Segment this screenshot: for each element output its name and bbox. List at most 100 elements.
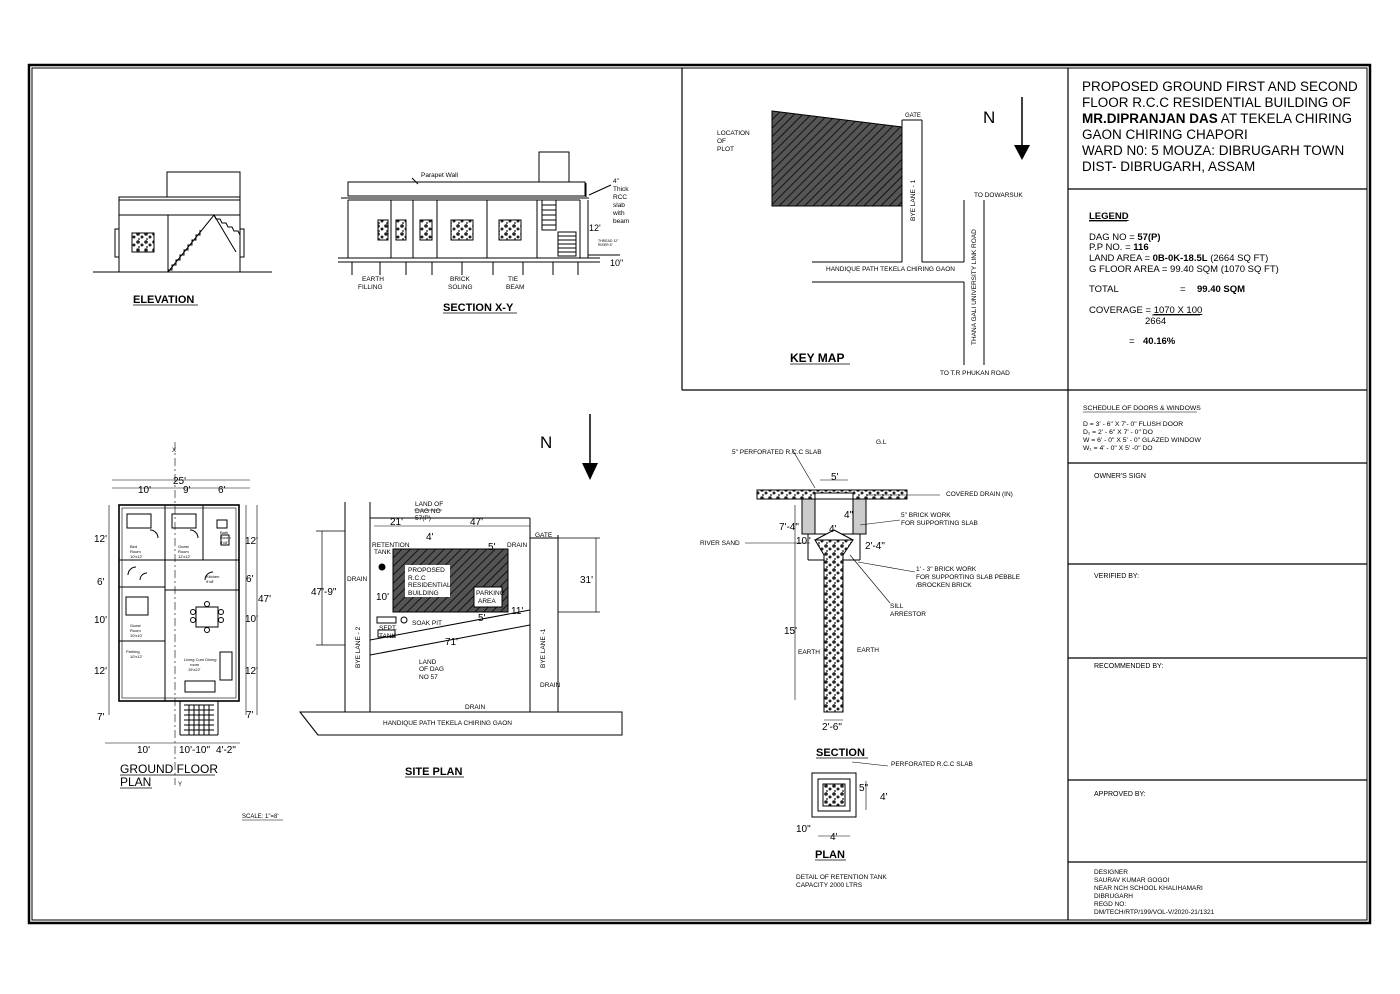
- svg-text:AREA: AREA: [478, 598, 496, 605]
- svg-text:Kitchen: Kitchen: [206, 574, 219, 579]
- site-north: N: [540, 433, 552, 452]
- title-line-3: MR.DIPRANJAN DAS AT TEKELA CHIRING: [1082, 111, 1352, 126]
- owner-sign-label: OWNER'S SIGN: [1094, 473, 1146, 480]
- key-map: N LOCATION OF PLOT GATE TO DOWARSUK BYE …: [717, 97, 1030, 377]
- svg-text:1' - 3" BRICK WORK: 1' - 3" BRICK WORK: [916, 566, 977, 573]
- svg-text:ARRESTOR: ARRESTOR: [890, 611, 926, 618]
- legend-coverage-eq: =: [1129, 336, 1135, 347]
- designer-info: DESIGNER SAURAV KUMAR GOGOI NEAR NCH SCH…: [1094, 869, 1215, 916]
- svg-text:FOR SUPPORTING SLAB: FOR SUPPORTING SLAB: [901, 520, 978, 527]
- svg-text:DRAIN: DRAIN: [347, 576, 368, 583]
- svg-text:DRAIN: DRAIN: [465, 704, 486, 711]
- svg-text:5" BRICK WORK: 5" BRICK WORK: [901, 512, 951, 519]
- svg-text:room: room: [190, 662, 200, 667]
- svg-text:4': 4': [880, 792, 888, 803]
- svg-text:PLOT: PLOT: [717, 146, 734, 153]
- tank-plan-title: PLAN: [815, 849, 845, 861]
- svg-text:5" PERFORATED R.C.C SLAB: 5" PERFORATED R.C.C SLAB: [732, 449, 822, 456]
- svg-text:REGD NO:: REGD NO:: [1094, 901, 1126, 908]
- svg-text:Bath: Bath: [220, 530, 228, 535]
- svg-text:12'x12': 12'x12': [178, 554, 191, 559]
- section-xy-drawing: [338, 151, 620, 275]
- signature-fields: OWNER'S SIGN VERIFIED BY: RECOMMENDED BY…: [1094, 473, 1163, 798]
- legend-total-value: 99.40 SQM: [1197, 284, 1245, 295]
- approved-by-label: APPROVED BY:: [1094, 791, 1146, 798]
- schedule-w1: W₁ = 4' - 0" X 5' -0" DO: [1083, 445, 1153, 452]
- svg-text:12': 12': [589, 223, 601, 233]
- site-plan-title: SITE PLAN: [405, 766, 463, 778]
- svg-text:R.C.C: R.C.C: [408, 575, 426, 582]
- scale-label: SCALE: 1"=8': [242, 814, 278, 820]
- svg-text:12': 12': [245, 536, 258, 547]
- svg-text:EARTH: EARTH: [362, 276, 384, 283]
- svg-text:10'x12': 10'x12': [130, 654, 143, 659]
- svg-text:25': 25': [173, 476, 186, 487]
- elevation-drawing: [93, 171, 272, 273]
- legend: LEGEND DAG NO = 57(P) P.P NO. = 116 LAND…: [1089, 211, 1279, 347]
- svg-text:Room: Room: [130, 549, 141, 554]
- svg-text:RCC: RCC: [613, 194, 627, 201]
- svg-text:4': 4': [830, 832, 838, 843]
- svg-text:10": 10": [610, 258, 623, 268]
- svg-text:10': 10': [94, 615, 107, 626]
- schedule-heading: SCHEDULE OF DOORS & WINDOWS: [1083, 405, 1201, 412]
- svg-text:7': 7': [246, 710, 254, 721]
- svg-text:10": 10": [796, 536, 811, 547]
- key-map-to-tr: TO T.R PHUKAN ROAD: [940, 370, 1010, 377]
- svg-text:10": 10": [796, 824, 811, 835]
- svg-text:5': 5': [831, 472, 839, 483]
- svg-text:4'-2": 4'-2": [216, 745, 236, 756]
- key-map-bye-lane: BYE LANE - 1: [910, 179, 917, 221]
- legend-total-eq: =: [1180, 284, 1186, 295]
- svg-text:EARTH: EARTH: [857, 647, 879, 654]
- site-plan-labels: N LAND OF DAG NO 57(P) 21' 47' 4' 5' RET…: [311, 433, 593, 727]
- svg-text:EARTH: EARTH: [798, 649, 820, 656]
- svg-text:11': 11': [511, 606, 523, 617]
- svg-text:15': 15': [784, 626, 797, 637]
- svg-text:CAPACITY 2000 LTRS: CAPACITY 2000 LTRS: [796, 882, 863, 889]
- verified-by-label: VERIFIED BY:: [1094, 573, 1139, 580]
- svg-text:slab: slab: [613, 202, 625, 209]
- key-map-to-dowarsuk: TO DOWARSUK: [974, 192, 1023, 199]
- svg-text:DRAIN: DRAIN: [540, 682, 561, 689]
- svg-text:Parking: Parking: [126, 649, 140, 654]
- svg-text:12': 12': [94, 534, 107, 545]
- ground-floor-plan: [105, 442, 258, 785]
- legend-land-area: LAND AREA = 0B-0K-18.5L (2664 SQ FT): [1089, 253, 1268, 264]
- site-plan: [298, 414, 623, 736]
- tank-plan: [811, 761, 889, 837]
- svg-text:LAND OF: LAND OF: [415, 501, 443, 508]
- svg-text:TANK: TANK: [379, 633, 397, 640]
- key-map-handique: HANDIQUE PATH TEKELA CHIRING GAON: [826, 266, 955, 273]
- legend-coverage: COVERAGE = 1070 X 100: [1089, 305, 1202, 316]
- svg-text:47': 47': [258, 594, 271, 605]
- svg-text:7': 7': [97, 712, 105, 723]
- svg-text:BYE LANE -1: BYE LANE -1: [540, 628, 547, 668]
- title-line-4: GAON CHIRING CHAPORI: [1082, 127, 1248, 142]
- svg-text:NEAR NCH SCHOOL KHALIHAMARI: NEAR NCH SCHOOL KHALIHAMARI: [1094, 885, 1203, 892]
- svg-text:Guest: Guest: [178, 544, 190, 549]
- svg-text:BEAM: BEAM: [506, 284, 524, 291]
- svg-text:Room: Room: [220, 535, 231, 540]
- svg-text:FILLING: FILLING: [358, 284, 383, 291]
- svg-text:BYE LANE - 2: BYE LANE - 2: [355, 626, 362, 668]
- svg-text:SAURAV KUMAR GOGOI: SAURAV KUMAR GOGOI: [1094, 877, 1170, 884]
- svg-text:Room: Room: [178, 549, 189, 554]
- outer-border: [27, 63, 1372, 925]
- svg-text:5': 5': [478, 613, 486, 624]
- svg-text:DIBRUGARH: DIBRUGARH: [1094, 893, 1133, 900]
- svg-text:DRAIN: DRAIN: [507, 542, 528, 549]
- svg-text:DM/TECH/RTP/199/VOL-V/2020-21/: DM/TECH/RTP/199/VOL-V/2020-21/1321: [1094, 909, 1215, 916]
- elevation-title: ELEVATION: [133, 294, 194, 306]
- svg-text:LOCATION: LOCATION: [717, 130, 750, 137]
- svg-text:5': 5': [488, 542, 496, 553]
- svg-text:BRICK: BRICK: [450, 276, 471, 283]
- svg-text:BUILDING: BUILDING: [408, 590, 439, 597]
- svg-text:HANDIQUE PATH TEKELA CHIRING G: HANDIQUE PATH TEKELA CHIRING GAON: [383, 720, 512, 727]
- svg-text:Living Cum Dining: Living Cum Dining: [184, 657, 216, 662]
- svg-text:OF DAG: OF DAG: [419, 666, 444, 673]
- title-location: AT TEKELA CHIRING: [1218, 111, 1352, 126]
- svg-text:71': 71': [445, 637, 458, 648]
- svg-text:Y: Y: [178, 782, 182, 788]
